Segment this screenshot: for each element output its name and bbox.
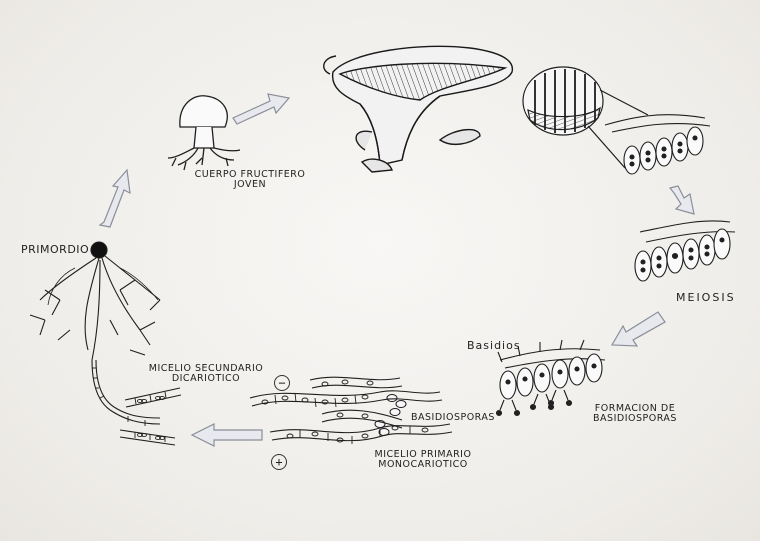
label-micelio-primario: Micelio primario Monocariotico (338, 450, 508, 470)
label-basidios: Basidios (467, 340, 521, 352)
label-basidiosporas: Basidiosporas (411, 413, 495, 423)
label-meiosis: Meiosis (676, 292, 736, 304)
label-micelio-secundario: Micelio secundario dicariotico (136, 364, 276, 384)
label-micelio-pri-line2: Monocariotico (338, 460, 508, 470)
arrow-to-secondary-mycelium (192, 424, 262, 446)
basidia-cluster-meiosis (635, 221, 735, 281)
minus-mating-type: − (274, 375, 290, 391)
label-cuerpo-line2: joven (180, 180, 320, 190)
arrow-up-from-primordium (100, 170, 130, 227)
label-formacion-basidiosporas: Formacion de basidiosporas (560, 404, 710, 424)
label-micelio-sec-line2: dicariotico (136, 374, 276, 384)
mature-mushroom (324, 46, 513, 172)
label-primordio: Primordio (21, 244, 89, 256)
basidia-cluster-upper (605, 115, 710, 174)
arrow-to-basidios (612, 312, 665, 346)
label-formacion-line2: basidiosporas (560, 414, 710, 424)
arrow-down-right (670, 186, 694, 214)
arrow-to-mushroom (233, 94, 289, 124)
label-cuerpo-fructifero: Cuerpo fructifero joven (180, 170, 320, 190)
primordium-mycelium (30, 242, 181, 445)
plus-mating-type: + (271, 454, 287, 470)
young-fruiting-body (168, 96, 240, 170)
